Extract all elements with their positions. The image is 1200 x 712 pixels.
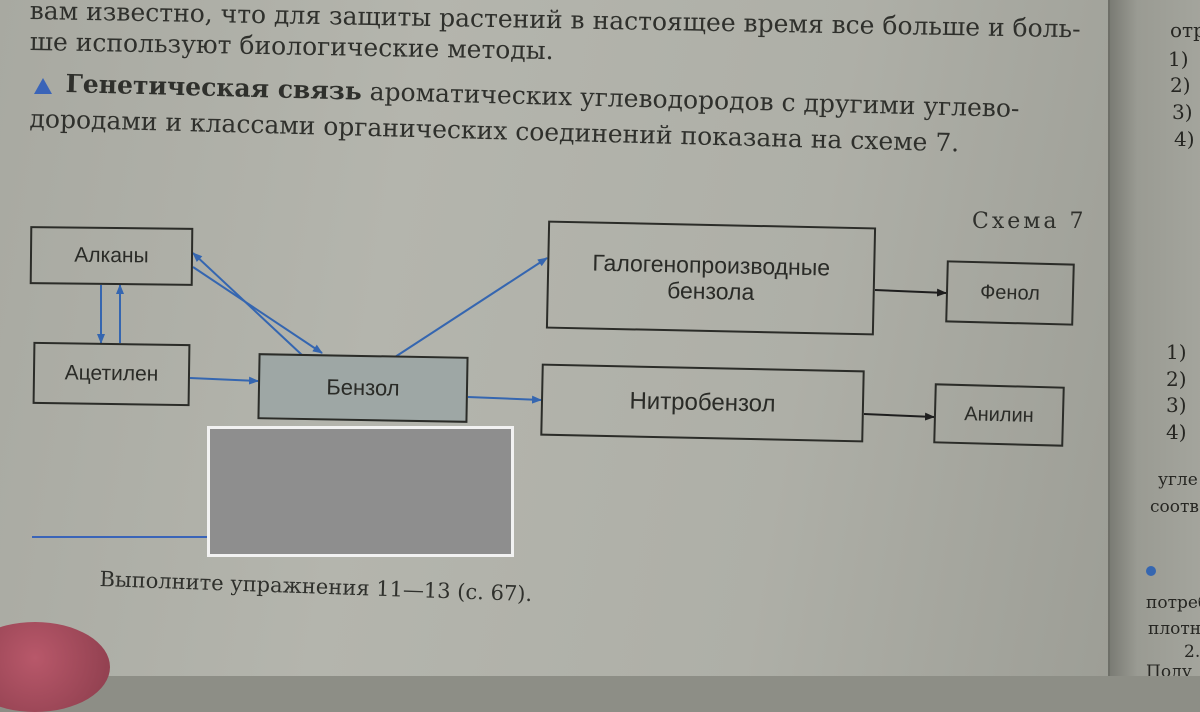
section-divider-line: [32, 536, 210, 538]
box-nitrobenzene-label: Нитробензол: [629, 387, 776, 418]
arrow-benzene-to-halo: [394, 257, 548, 358]
arrow-alkanes-to-benzene: [192, 266, 323, 354]
arrow-nitro-to-aniline: [863, 412, 935, 421]
rp-list-top-3: 3): [1172, 100, 1193, 124]
box-phenol: Фенол: [945, 260, 1075, 326]
scheme-arrows: [97, 252, 947, 421]
rp-list-top-2: 2): [1170, 73, 1191, 97]
rp-list-mid-1: 1): [1166, 340, 1187, 364]
rp-frag5: 2.: [1184, 642, 1200, 662]
rp-top-fragment: отр: [1170, 18, 1200, 42]
box-acetylene-label: Ацетилен: [64, 361, 159, 386]
box-phenol-label: Фенол: [979, 280, 1041, 305]
rp-list-mid-2: 2): [1166, 367, 1187, 391]
box-aniline: Анилин: [933, 383, 1065, 447]
triangle-marker-icon: [34, 78, 52, 94]
arrow-halo-to-phenol: [874, 288, 947, 297]
rp-list-top-4: 4): [1174, 127, 1195, 151]
rp-list-mid-3: 3): [1166, 393, 1187, 417]
box-acetylene: Ацетилен: [32, 341, 191, 407]
rp-bullet-icon: [1146, 566, 1156, 576]
rp-frag6: Полу: [1146, 662, 1192, 676]
adjacent-page: отр 1) 2) 3) 4) 1) 2) 3) 4) угле соотв п…: [1108, 0, 1200, 676]
box-benzene-label: Бензол: [326, 374, 400, 401]
box-halobenzenes: Галогенопроизводные бензола: [545, 220, 877, 336]
rp-list-mid-4: 4): [1166, 420, 1187, 444]
box-halo-line1: Галогенопроизводные: [592, 249, 831, 281]
box-nitrobenzene: Нитробензол: [540, 363, 865, 443]
redaction-box: [207, 426, 514, 557]
box-alkanes: Алканы: [29, 226, 194, 286]
rp-frag3: потреб: [1146, 593, 1200, 613]
box-alkanes-label: Алканы: [74, 243, 149, 268]
box-aniline-label: Анилин: [964, 402, 1035, 427]
rp-frag2: соотв: [1150, 497, 1199, 517]
rp-frag1: угле: [1158, 470, 1198, 490]
box-halo-line2: бензола: [666, 277, 755, 305]
box-benzene: Бензол: [257, 353, 469, 423]
arrow-benzene-to-nitrobenzene: [467, 395, 542, 404]
scheme-caption: Схема 7: [972, 209, 1087, 234]
rp-frag4: плотно: [1148, 619, 1200, 639]
rp-list-top-1: 1): [1168, 47, 1189, 71]
arrow-acetylene-to-benzene: [189, 376, 259, 385]
textbook-page: вам известно, что для защиты растений в …: [0, 0, 1110, 712]
